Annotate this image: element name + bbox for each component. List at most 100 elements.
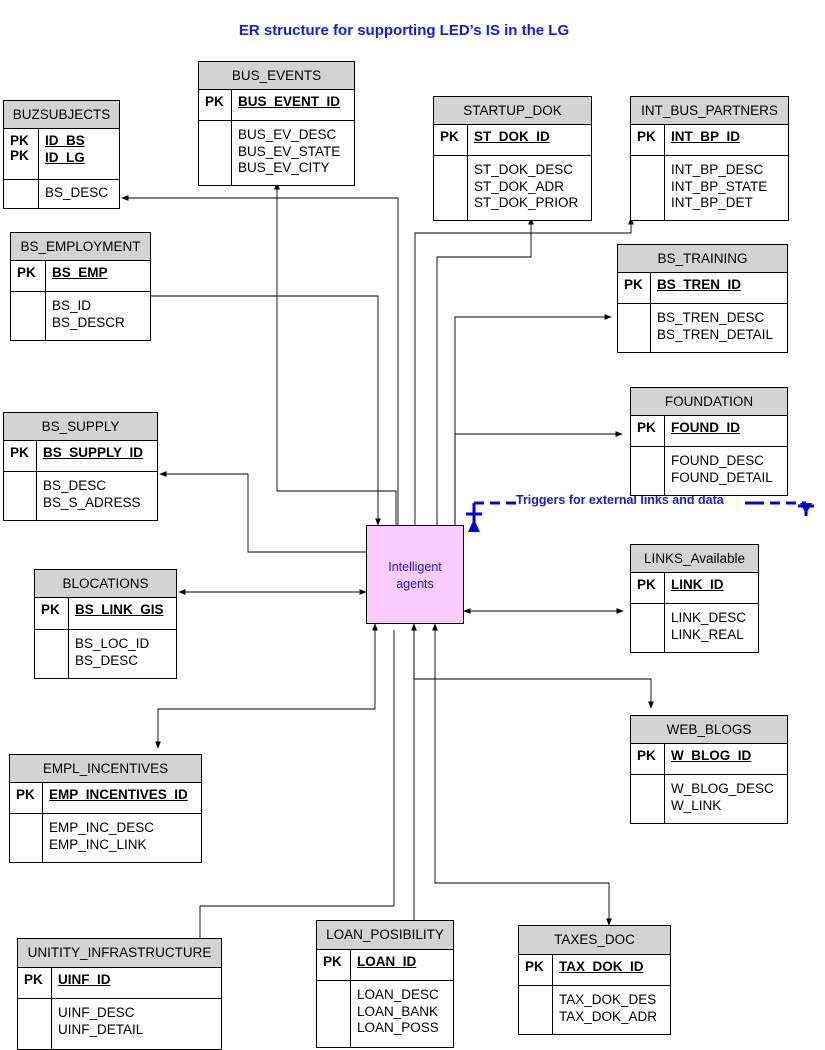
entity-title: TAXES_DOC [519, 926, 670, 955]
attr-field: BS_DESCR [52, 314, 125, 330]
entity-empl-incentives[interactable]: EMPL_INCENTIVES PK EMP_INCENTIVES_ID EMP… [9, 754, 202, 863]
link-web-blogs [413, 624, 654, 709]
key-field: BS_EMP [52, 265, 108, 280]
trigger-arrow-right-icon [800, 503, 812, 514]
link-startup-dok [436, 217, 534, 525]
attr-field: BS_LOC_ID [75, 636, 150, 651]
attr-field: ST_DOK_ADR [474, 178, 565, 194]
attr-field: BUS_EV_STATE [238, 143, 341, 159]
link-int-bus-partners [414, 217, 634, 525]
entity-title: BLOCATIONS [35, 570, 176, 598]
attr-field: FOUND_DESC [671, 453, 765, 468]
link-unitity-infrastructure [199, 630, 395, 939]
entity-title: BS_SUPPLY [4, 413, 157, 441]
attr-field: LOAN_POSS [357, 1020, 439, 1035]
entity-title: WEB_BLOGS [631, 716, 787, 744]
key-field: BS_TREN_ID [657, 277, 742, 292]
key-field: BUS_EVENT_ID [238, 94, 341, 109]
entity-title: LINKS_Available [631, 545, 758, 573]
key-field: FOUND_ID [671, 420, 741, 435]
attr-field: INT_BP_DESC [671, 162, 764, 177]
pk-label: PK [317, 950, 351, 980]
attr-field: BS_DESC [43, 478, 107, 493]
pk-label: PK [631, 125, 665, 155]
attr-field: FOUND_DETAIL [671, 469, 773, 485]
link-bs-employment [139, 293, 381, 526]
pk-label: PK [519, 955, 553, 985]
key-field: W_BLOG_ID [671, 748, 752, 763]
attr-field: LINK_DESC [671, 610, 747, 625]
link-empl-incentives [155, 623, 378, 749]
key-field: INT_BP_ID [671, 129, 741, 144]
attr-field: EMP_INC_LINK [49, 836, 147, 852]
attr-field: LOAN_DESC [357, 987, 439, 1002]
entity-title: FOUNDATION [631, 388, 787, 416]
attr-field: BUS_EV_CITY [238, 160, 330, 175]
attr-field: BS_DESC [45, 185, 109, 200]
entity-loan-posibility[interactable]: LOAN_POSIBILITY PK LOAN_ID LOAN_DESC LOAN… [316, 920, 454, 1048]
key-field: EMP_INCENTIVES_ID [49, 787, 188, 802]
entity-title: BS_EMPLOYMENT [11, 233, 150, 261]
attr-field: BS_TREN_DESC [657, 310, 765, 325]
pk-label: PK [10, 783, 43, 813]
pk-label: PK [35, 598, 69, 629]
pk-label: PK [10, 148, 29, 163]
attr-field: EMP_INC_DESC [49, 820, 155, 835]
attr-field: W_LINK [671, 797, 722, 813]
entity-title: INT_BUS_PARTNERS [631, 97, 788, 125]
attr-field: TAX_DOK_DES [559, 992, 657, 1007]
entity-title: EMPL_INCENTIVES [10, 755, 201, 783]
key-field: ID_BS [45, 133, 85, 148]
attr-field: BUS_EV_DESC [238, 127, 337, 142]
entity-title: STARTUP_DOK [434, 97, 591, 125]
pk-label: PK [631, 573, 665, 603]
link-taxes-doc [432, 623, 612, 926]
attr-field: ST_DOK_PRIOR [474, 195, 579, 210]
attr-field: ST_DOK_DESC [474, 162, 574, 177]
pk-label: PK [631, 744, 665, 774]
pk-label: PK [434, 125, 468, 155]
key-field: TAX_DOK_ID [559, 959, 644, 974]
entity-title: BUS_EVENTS [199, 62, 354, 90]
attr-field: BS_ID [52, 298, 92, 313]
trigger-line [466, 501, 814, 530]
attr-field: UINF_DETAIL [58, 1021, 144, 1037]
key-field: LOAN_ID [357, 954, 417, 969]
attr-field: INT_BP_DET [671, 195, 753, 210]
entity-title: BS_TRAINING [618, 245, 787, 273]
key-field: ST_DOK_ID [474, 129, 550, 144]
pk-label: PK [10, 133, 29, 148]
entity-unitity-infrastructure[interactable]: UNITITY_INFRASTRUCTURE PK UINF_ID UINF_D… [17, 938, 222, 1050]
key-field: UINF_ID [58, 972, 111, 987]
entity-int-bus-partners[interactable]: INT_BUS_PARTNERS PK INT_BP_ID INT_BP_DES… [630, 96, 789, 221]
pk-label: PK [18, 968, 52, 998]
pk-label: PK [199, 90, 232, 120]
pk-label: PK [618, 273, 651, 303]
key-field: BS_LINK_GIS [75, 602, 164, 617]
pk-label: PK [11, 261, 46, 291]
attr-field: BS_S_ADRESS [43, 494, 141, 510]
agent-label-line1: Intelligent [388, 560, 442, 574]
attr-field: INT_BP_STATE [671, 178, 768, 194]
key-field: BS_SUPPLY_ID [43, 445, 144, 460]
entity-title: LOAN_POSIBILITY [317, 921, 453, 950]
link-bs-supply [159, 471, 366, 553]
trigger-label: Triggers for external links and data [516, 493, 724, 507]
attr-field: BS_TREN_DETAIL [657, 326, 774, 342]
attr-field: LINK_REAL [671, 626, 744, 642]
intelligent-agents-box[interactable]: Intelligent agents [366, 525, 464, 624]
key-field: LINK_ID [671, 577, 724, 592]
pk-label: PK [4, 441, 37, 471]
